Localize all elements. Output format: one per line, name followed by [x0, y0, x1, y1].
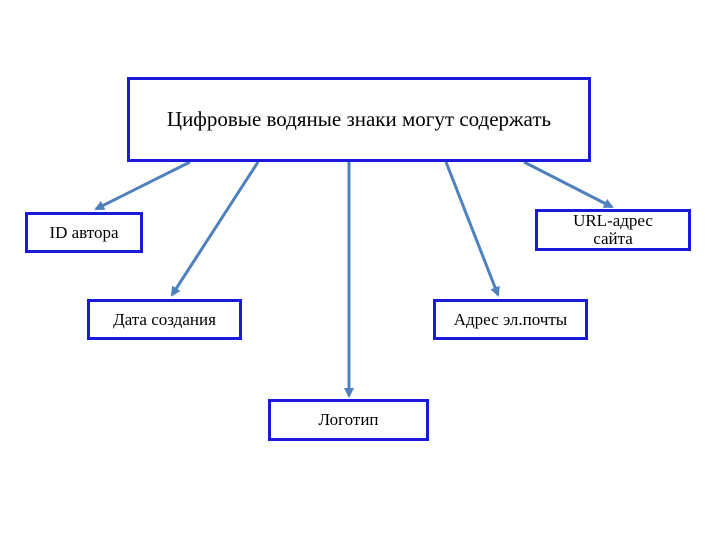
node-logo-label: Логотип [318, 410, 379, 430]
arrow-to-author-id [94, 160, 191, 211]
node-email: Адрес эл.почты [433, 299, 588, 340]
node-site-url: URL-адрес сайта [535, 209, 691, 251]
node-logo: Логотип [268, 399, 429, 441]
arrow-to-email [444, 161, 500, 297]
node-author-id-label: ID автора [49, 222, 119, 242]
node-site-url-label: URL-адрес сайта [573, 211, 653, 248]
arrow-to-site-url [523, 160, 614, 209]
node-author-id: ID автора [25, 212, 143, 253]
arrow-to-creation-date [170, 161, 260, 297]
root-node: Цифровые водяные знаки могут содержать [127, 77, 591, 162]
node-email-label: Адрес эл.почты [453, 309, 568, 329]
node-creation-date: Дата создания [87, 299, 242, 340]
node-creation-date-label: Дата создания [113, 309, 216, 329]
root-node-label: Цифровые водяные знаки могут содержать [166, 107, 552, 132]
